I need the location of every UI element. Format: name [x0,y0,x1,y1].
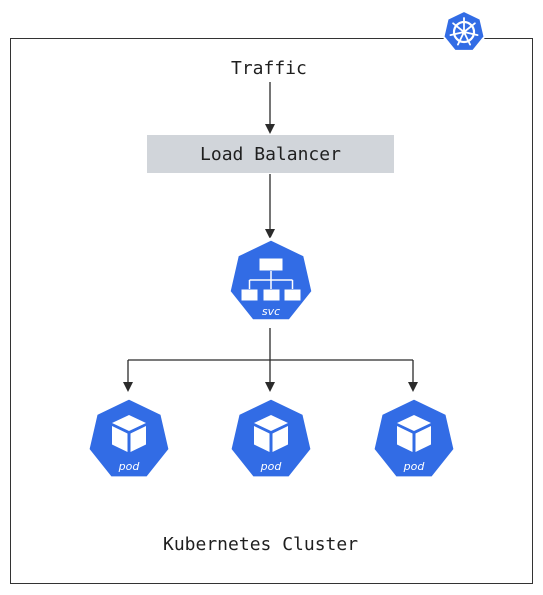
pod-icon: pod [228,396,314,480]
pod-icon: pod [86,396,172,480]
cluster-label: Kubernetes Cluster [163,534,359,555]
pod-label: pod [260,460,283,473]
pod-label: pod [118,460,141,473]
load-balancer-box: Load Balancer [147,135,394,173]
pod-icon: pod [371,396,457,480]
service-label: svc [262,305,280,318]
pod-label: pod [403,460,426,473]
kubernetes-logo-icon [442,9,486,52]
traffic-label: Traffic [231,58,307,79]
service-icon: svc [227,237,315,323]
load-balancer-label: Load Balancer [200,143,341,165]
